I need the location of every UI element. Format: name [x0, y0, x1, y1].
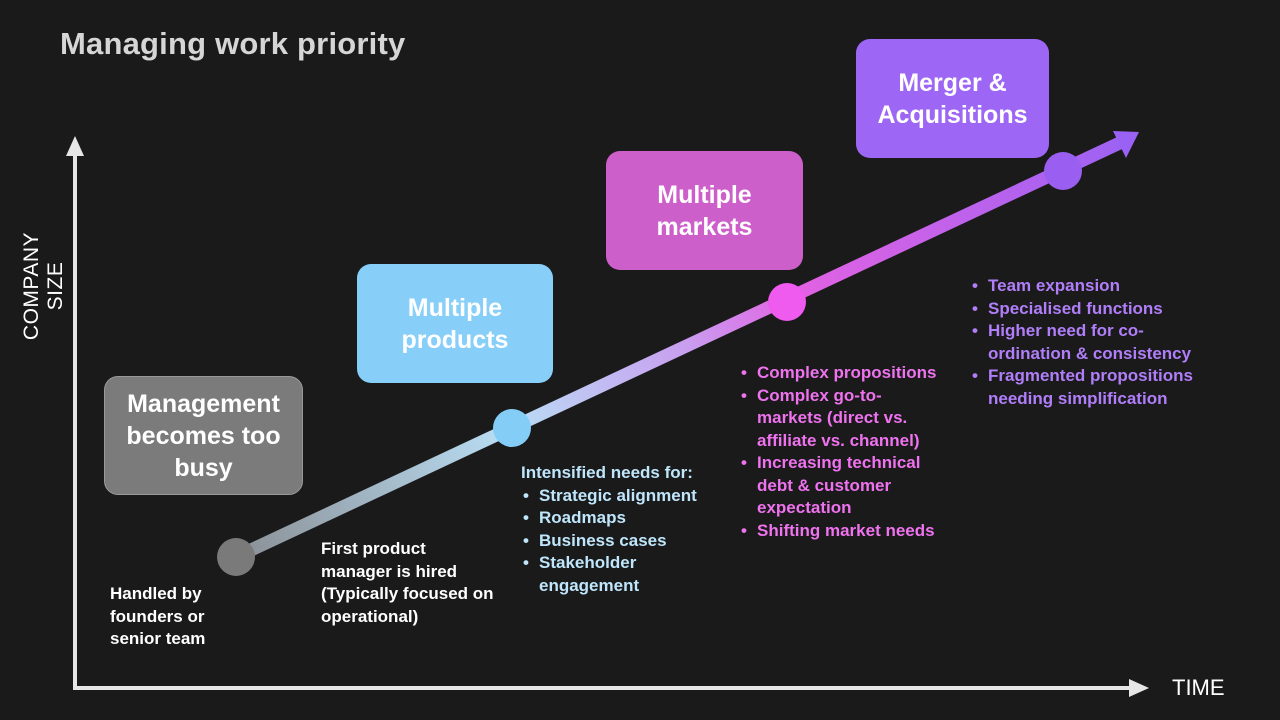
list-item: Complex propositions: [739, 362, 959, 385]
list-item: Increasing technical debt & customer exp…: [739, 452, 932, 520]
stage-dot-3: [768, 283, 806, 321]
stage-box-multiple-products: Multiple products: [357, 264, 553, 383]
list-item: Team expansion: [970, 275, 1220, 298]
list-item: Specialised functions: [970, 298, 1220, 321]
note-stage-4: Complex propositions Complex go-to-marke…: [739, 362, 959, 542]
note-stage-1: Handled by founders or senior team: [110, 584, 206, 648]
list-item: Stakeholder engagement: [521, 552, 721, 597]
stage-dot-4: [1044, 152, 1082, 190]
stage-dot-2: [493, 409, 531, 447]
stage-box-management: Management becomes too busy: [104, 376, 303, 495]
stage-box-label: Management becomes too busy: [126, 389, 281, 482]
trend-arrow-head: [1113, 131, 1139, 158]
list-item: Business cases: [521, 530, 721, 553]
stage-box-label: Merger & Acquisitions: [877, 68, 1028, 129]
x-axis-label: TIME: [1172, 675, 1225, 700]
list-item: Strategic alignment: [521, 485, 721, 508]
note-heading: Intensified needs for:: [521, 463, 693, 482]
stage-box-label: Multiple markets: [656, 180, 753, 241]
list-item: Fragmented propositions needing simplifi…: [970, 365, 1213, 410]
list-item: Shifting market needs: [739, 520, 959, 543]
y-axis-label: COMPANY SIZE: [20, 231, 67, 341]
list-item: Roadmaps: [521, 507, 721, 530]
list-item: Higher need for co-ordination & consiste…: [970, 320, 1203, 365]
stage-box-label: Multiple products: [401, 293, 509, 354]
note-list: Strategic alignment Roadmaps Business ca…: [521, 485, 721, 598]
list-item: Complex go-to-markets (direct vs. affili…: [739, 385, 927, 453]
stage-box-merger-acquisitions: Merger & Acquisitions: [856, 39, 1049, 158]
page-title: Managing work priority: [60, 26, 406, 61]
note-list: Team expansion Specialised functions Hig…: [970, 275, 1220, 410]
y-axis-arrowhead: [66, 136, 84, 156]
trend-arrow-line: [233, 135, 1127, 563]
note-list: Complex propositions Complex go-to-marke…: [739, 362, 959, 542]
note-stage-2: First product manager is hired (Typicall…: [321, 539, 494, 626]
stage-box-multiple-markets: Multiple markets: [606, 151, 803, 270]
stage-dot-1: [217, 538, 255, 576]
note-stage-3: Intensified needs for: Strategic alignme…: [521, 462, 721, 597]
x-axis-arrowhead: [1129, 679, 1149, 697]
note-stage-5: Team expansion Specialised functions Hig…: [970, 275, 1220, 410]
